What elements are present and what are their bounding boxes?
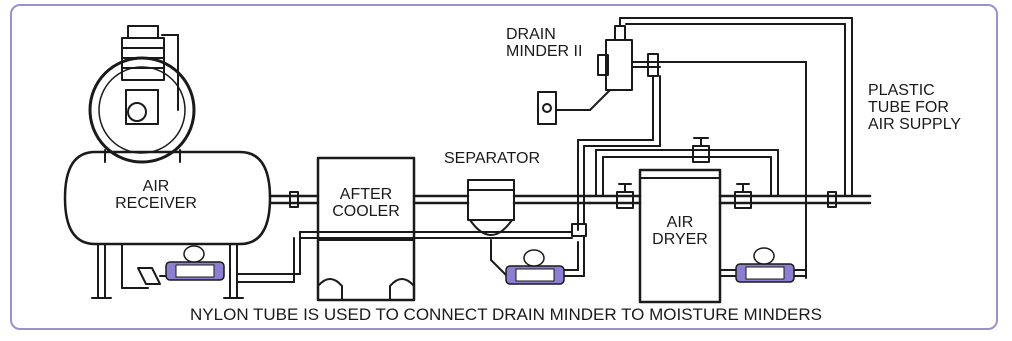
moisture-minder-separator bbox=[505, 249, 565, 285]
air-receiver-label-line2: RECEIVER bbox=[115, 195, 197, 212]
plastic-tube-label-line3: AIR SUPPLY bbox=[868, 116, 962, 133]
drain-minder-label-line2: MINDER II bbox=[506, 43, 583, 60]
air-receiver-label-line1: AIR bbox=[142, 178, 170, 195]
air-receiver-tank bbox=[63, 150, 272, 299]
after-cooler bbox=[316, 156, 416, 302]
compressor bbox=[88, 25, 196, 164]
air-dryer-label-line2: DRYER bbox=[652, 231, 708, 248]
after-cooler-label: AFTER COOLER bbox=[318, 186, 414, 220]
moisture-minder-receiver bbox=[165, 245, 225, 281]
air-dryer-label: AIR DRYER bbox=[640, 214, 720, 248]
after-cooler-label-line2: COOLER bbox=[332, 203, 400, 220]
air-receiver-label: AIR RECEIVER bbox=[96, 178, 216, 212]
plastic-tube-label: PLASTIC TUBE FOR AIR SUPPLY bbox=[868, 82, 961, 133]
air-dryer-label-line1: AIR bbox=[666, 214, 694, 231]
drain-minder bbox=[597, 17, 853, 279]
plastic-tube-label-line1: PLASTIC bbox=[868, 82, 935, 99]
separator-label: SEPARATOR bbox=[443, 150, 541, 167]
diagram-frame bbox=[10, 4, 998, 330]
drain-minder-label: DRAIN MINDER II bbox=[506, 26, 582, 60]
air-dryer bbox=[638, 168, 722, 304]
separator bbox=[467, 179, 515, 276]
moisture-minder-dryer bbox=[735, 247, 795, 283]
drain-minder-label-line1: DRAIN bbox=[506, 26, 556, 43]
after-cooler-label-line1: AFTER bbox=[339, 186, 393, 203]
caption: NYLON TUBE IS USED TO CONNECT DRAIN MIND… bbox=[190, 305, 822, 324]
electrical-outlet bbox=[537, 89, 611, 125]
plastic-tube-label-line2: TUBE FOR bbox=[868, 99, 949, 116]
